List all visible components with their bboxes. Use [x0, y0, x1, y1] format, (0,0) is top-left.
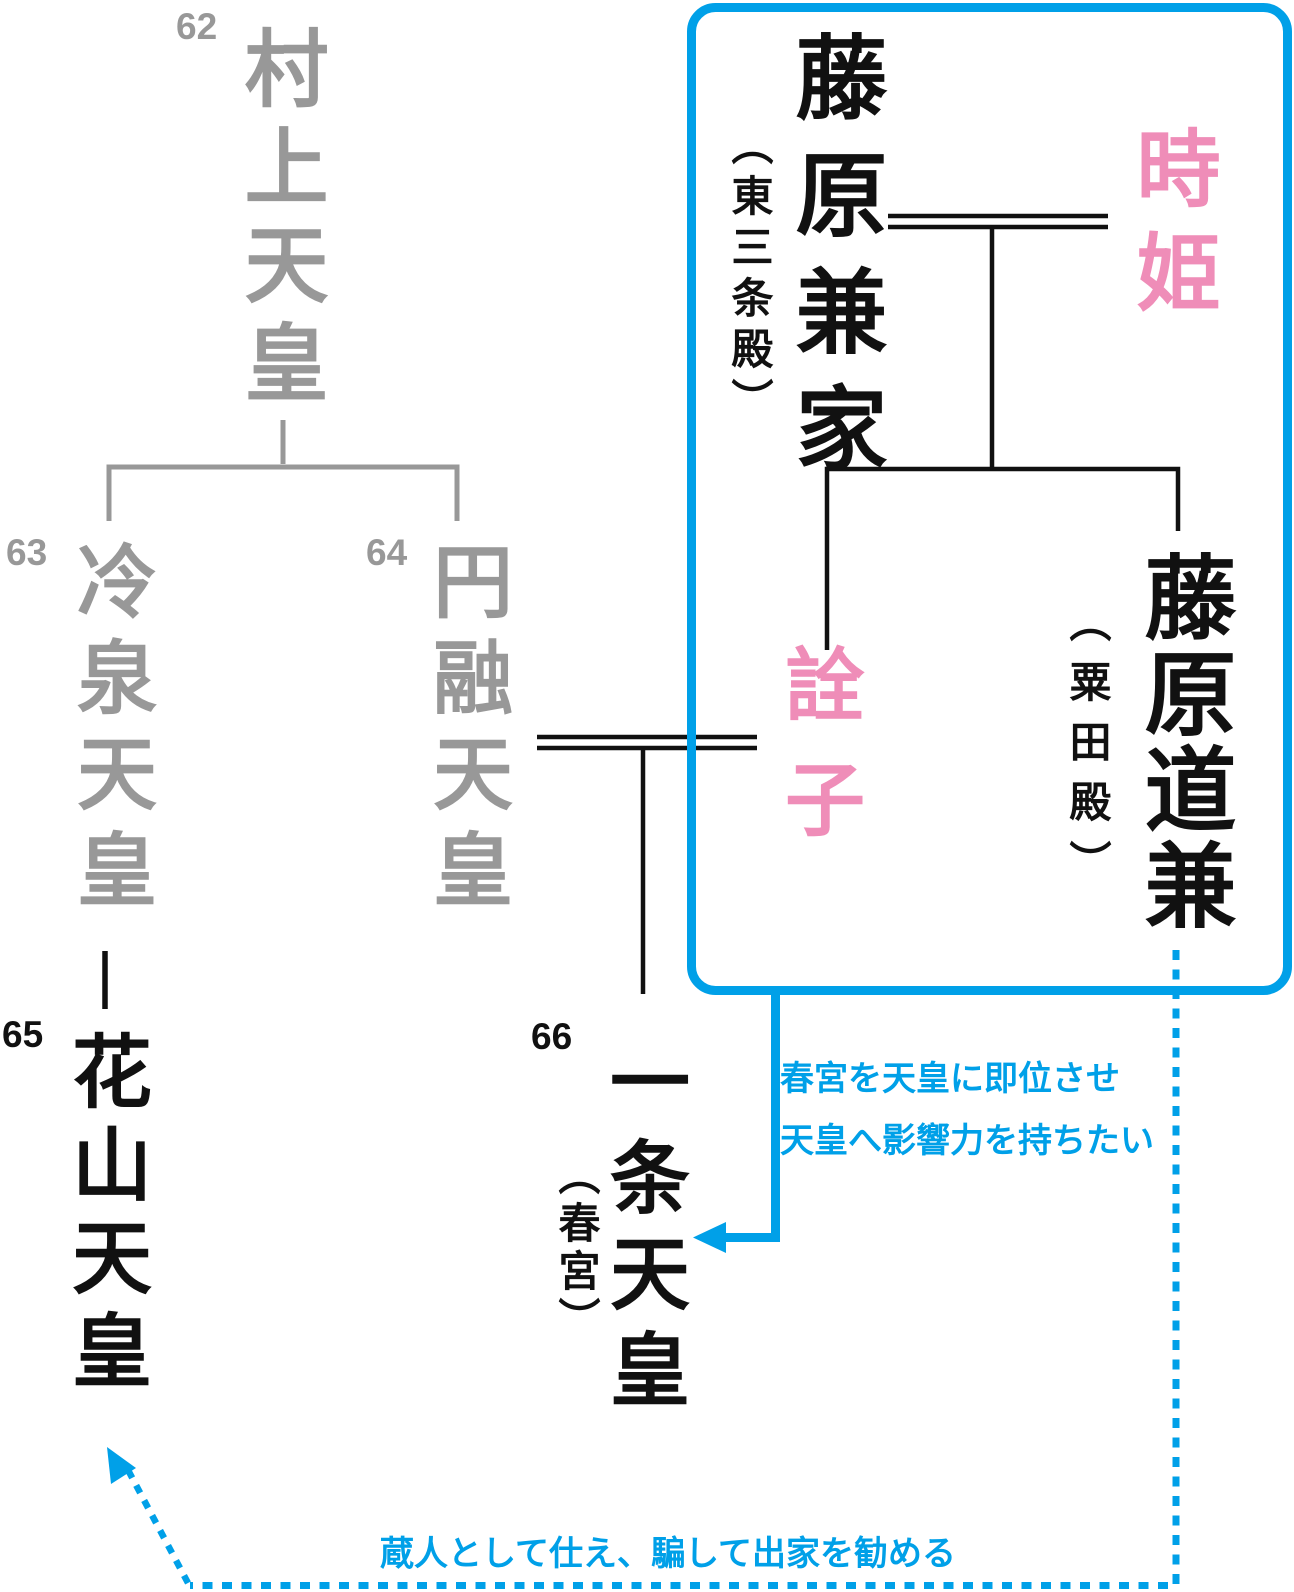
ambition-note-line2: 天皇へ影響力を持ちたい — [780, 1122, 1154, 1160]
senshi-michikane-branch-line — [824, 466, 1181, 650]
person-tokihime: 時姫 — [1125, 125, 1219, 333]
person-emperor-enyu: 円融天皇 — [422, 540, 511, 924]
deception-dotted-path — [107, 950, 1180, 1589]
deception-dotted-diagonal — [125, 1468, 191, 1585]
kaneie-annotation-higashisanjo-dono: （東三条殿） — [726, 123, 773, 429]
gray-descent-lines — [106, 420, 460, 521]
ambition-note-line1: 春宮を天皇に即位させ — [780, 1060, 1120, 1098]
person-emperor-reizei: 冷泉天皇 — [66, 540, 155, 924]
generation-number-66: 66 — [531, 1016, 573, 1057]
person-emperor-kazan: 花山天皇 — [61, 1030, 150, 1402]
generation-number-62: 62 — [176, 6, 218, 47]
reizei-enyu-branch-line — [106, 464, 460, 521]
generation-number-63: 63 — [6, 532, 48, 573]
person-emperor-murakami: 村上天皇 — [233, 25, 327, 417]
generation-number-65: 65 — [2, 1014, 44, 1055]
deception-note: 蔵人として仕え、騙して出家を勧める — [380, 1535, 956, 1573]
person-fujiwara-michikane: 藤原道兼 — [1131, 550, 1233, 934]
michikane-annotation-awata-dono: （粟田殿） — [1064, 600, 1111, 900]
ambition-arrow — [693, 995, 780, 1253]
ichijo-annotation-togu: （春宮） — [553, 1153, 600, 1345]
ambition-note: 春宮を天皇に即位させ 天皇へ影響力を持ちたい — [780, 1048, 1154, 1172]
black-family-lines — [102, 213, 1181, 1009]
ambition-arrowhead-icon — [693, 1222, 726, 1253]
person-fujiwara-kaneie: 藤原兼家 — [782, 30, 884, 498]
person-emperor-ichijo: 一条天皇 — [599, 1040, 688, 1424]
person-senshi: 詮子 — [774, 643, 863, 873]
ambition-arrow-line — [726, 995, 780, 1242]
deception-arrowhead-icon — [107, 1447, 136, 1484]
kaneie-family-highlight-box — [687, 3, 1292, 995]
generation-number-64: 64 — [366, 532, 408, 573]
deception-dotted-line — [190, 950, 1180, 1589]
